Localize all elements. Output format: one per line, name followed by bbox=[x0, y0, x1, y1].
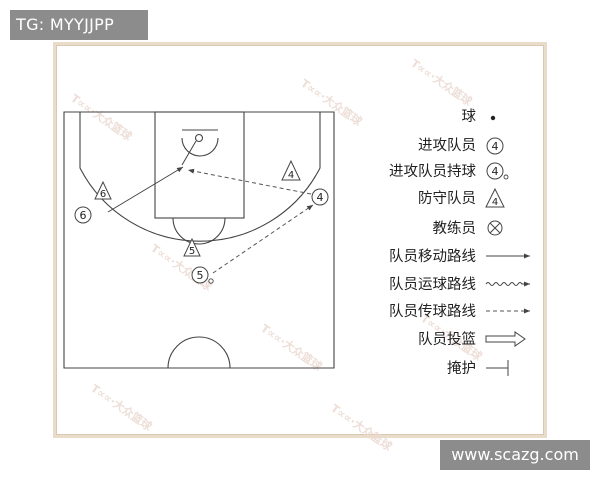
website-badge: www.scazg.com bbox=[440, 440, 590, 470]
screen-symbol-icon bbox=[486, 360, 509, 376]
shot-arrow-symbol-icon bbox=[485, 331, 526, 347]
legend-label-screen: 掩护 bbox=[447, 360, 476, 377]
defense-player-5: 5 bbox=[183, 237, 201, 257]
offense-player-symbol-icon bbox=[486, 137, 504, 155]
offense-player-5-number: 5 bbox=[197, 269, 204, 282]
svg-text:T∝∝·大众篮球: T∝∝·大众篮球 bbox=[328, 401, 395, 454]
offense-with-ball-symbol-icon bbox=[486, 162, 504, 180]
pass-path-5 bbox=[212, 204, 314, 274]
offense-player-6: 6 bbox=[74, 206, 92, 224]
svg-text:T∝∝·大众篮球: T∝∝·大众篮球 bbox=[298, 76, 365, 129]
key-lane bbox=[154, 111, 245, 219]
legend-defense-glyph: 4 bbox=[492, 197, 498, 208]
defense-player-4-number: 4 bbox=[288, 170, 294, 181]
player-6-move-path bbox=[107, 166, 184, 213]
defense-player-6-number: 6 bbox=[100, 189, 106, 200]
play-paths bbox=[107, 140, 314, 274]
svg-text:T∝∝·大众篮球: T∝∝·大众篮球 bbox=[88, 381, 155, 434]
svg-text:T∝∝·大众篮球: T∝∝·大众篮球 bbox=[258, 321, 325, 374]
dribble-line-symbol-icon bbox=[485, 281, 530, 287]
tag-badge: TG: MYYJJPP bbox=[10, 10, 148, 40]
legend-label-shot: 队员投篮 bbox=[418, 330, 476, 348]
legend-label-offense: 进攻队员 bbox=[418, 137, 476, 154]
rim bbox=[194, 133, 204, 143]
legend-offense-ball-glyph: 4 bbox=[492, 165, 499, 178]
ball-symbol-icon bbox=[490, 115, 496, 121]
svg-text:T∝∝·大众篮球: T∝∝·大众篮球 bbox=[148, 241, 215, 294]
court-boundary bbox=[63, 111, 335, 369]
offense-player-4-number: 4 bbox=[317, 191, 324, 204]
offense-player-6-number: 6 bbox=[80, 209, 87, 222]
defense-player-symbol-icon bbox=[485, 187, 505, 208]
defense-player-4: 4 bbox=[281, 159, 301, 181]
legend: 球 进攻队员 4 进攻队员持球 4 防守队员 4 教练员 队员移动路线 队员运球… bbox=[389, 108, 530, 377]
legend-label-coach: 教练员 bbox=[433, 220, 477, 237]
center-circle bbox=[167, 336, 231, 369]
legend-label-pass: 队员传球路线 bbox=[389, 303, 476, 320]
legend-label-move: 队员移动路线 bbox=[389, 248, 476, 265]
svg-text:T∝∝·大众篮球: T∝∝·大众篮球 bbox=[68, 91, 135, 144]
ball-icon bbox=[208, 278, 214, 284]
svg-text:T∝∝·大众篮球: T∝∝·大众篮球 bbox=[408, 56, 475, 109]
defense-player-6: 6 bbox=[94, 180, 112, 200]
legend-offense-glyph: 4 bbox=[492, 140, 499, 153]
restricted-arc bbox=[181, 137, 219, 157]
diagram-frame bbox=[53, 42, 547, 438]
coach-symbol-icon bbox=[487, 220, 503, 236]
shot-path bbox=[181, 140, 197, 166]
legend-label-ball: 球 bbox=[462, 108, 477, 125]
free-throw-circle bbox=[172, 217, 226, 245]
legend-label-dribble: 队员运球路线 bbox=[389, 276, 476, 293]
legend-ball-small-icon bbox=[503, 174, 509, 180]
legend-label-defense: 防守队员 bbox=[418, 190, 476, 207]
offense-player-5-with-ball: 5 bbox=[191, 266, 214, 284]
defense-player-5-number: 5 bbox=[189, 246, 195, 257]
legend-label-offense-ball: 进攻队员持球 bbox=[389, 163, 476, 180]
offense-player-4: 4 bbox=[311, 188, 329, 206]
half-court bbox=[63, 111, 335, 369]
